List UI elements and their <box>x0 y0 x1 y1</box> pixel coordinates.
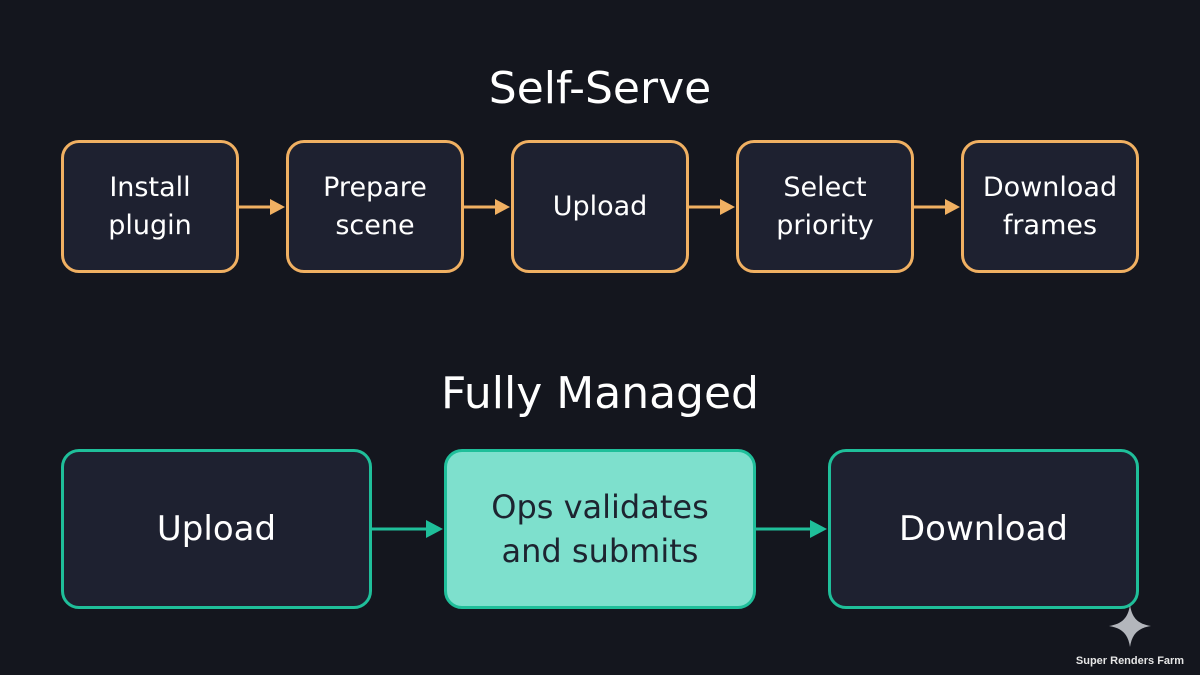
self-serve-title: Self-Serve <box>488 63 712 114</box>
managed-step-upload: Upload <box>61 449 372 609</box>
arrow-ops-to-download <box>756 520 827 538</box>
self-serve-step-upload: Upload <box>511 140 689 273</box>
arrow-upload-to-ops <box>372 520 443 538</box>
fully-managed-title: Fully Managed <box>441 368 759 419</box>
arrow-priority-to-download <box>914 199 960 215</box>
sparkle-icon <box>1109 605 1151 647</box>
self-serve-step-download-frames: Download frames <box>961 140 1139 273</box>
self-serve-step-install-plugin: Install plugin <box>61 140 239 273</box>
self-serve-step-select-priority: Select priority <box>736 140 914 273</box>
arrow-upload-to-priority <box>689 199 735 215</box>
managed-step-download: Download <box>828 449 1139 609</box>
watermark: Super Renders Farm <box>1070 603 1190 667</box>
watermark-text: Super Renders Farm <box>1075 655 1185 667</box>
arrow-install-to-prepare <box>239 199 285 215</box>
self-serve-step-prepare-scene: Prepare scene <box>286 140 464 273</box>
arrow-prepare-to-upload <box>464 199 510 215</box>
managed-step-ops-validates: Ops validates and submits <box>444 449 756 609</box>
